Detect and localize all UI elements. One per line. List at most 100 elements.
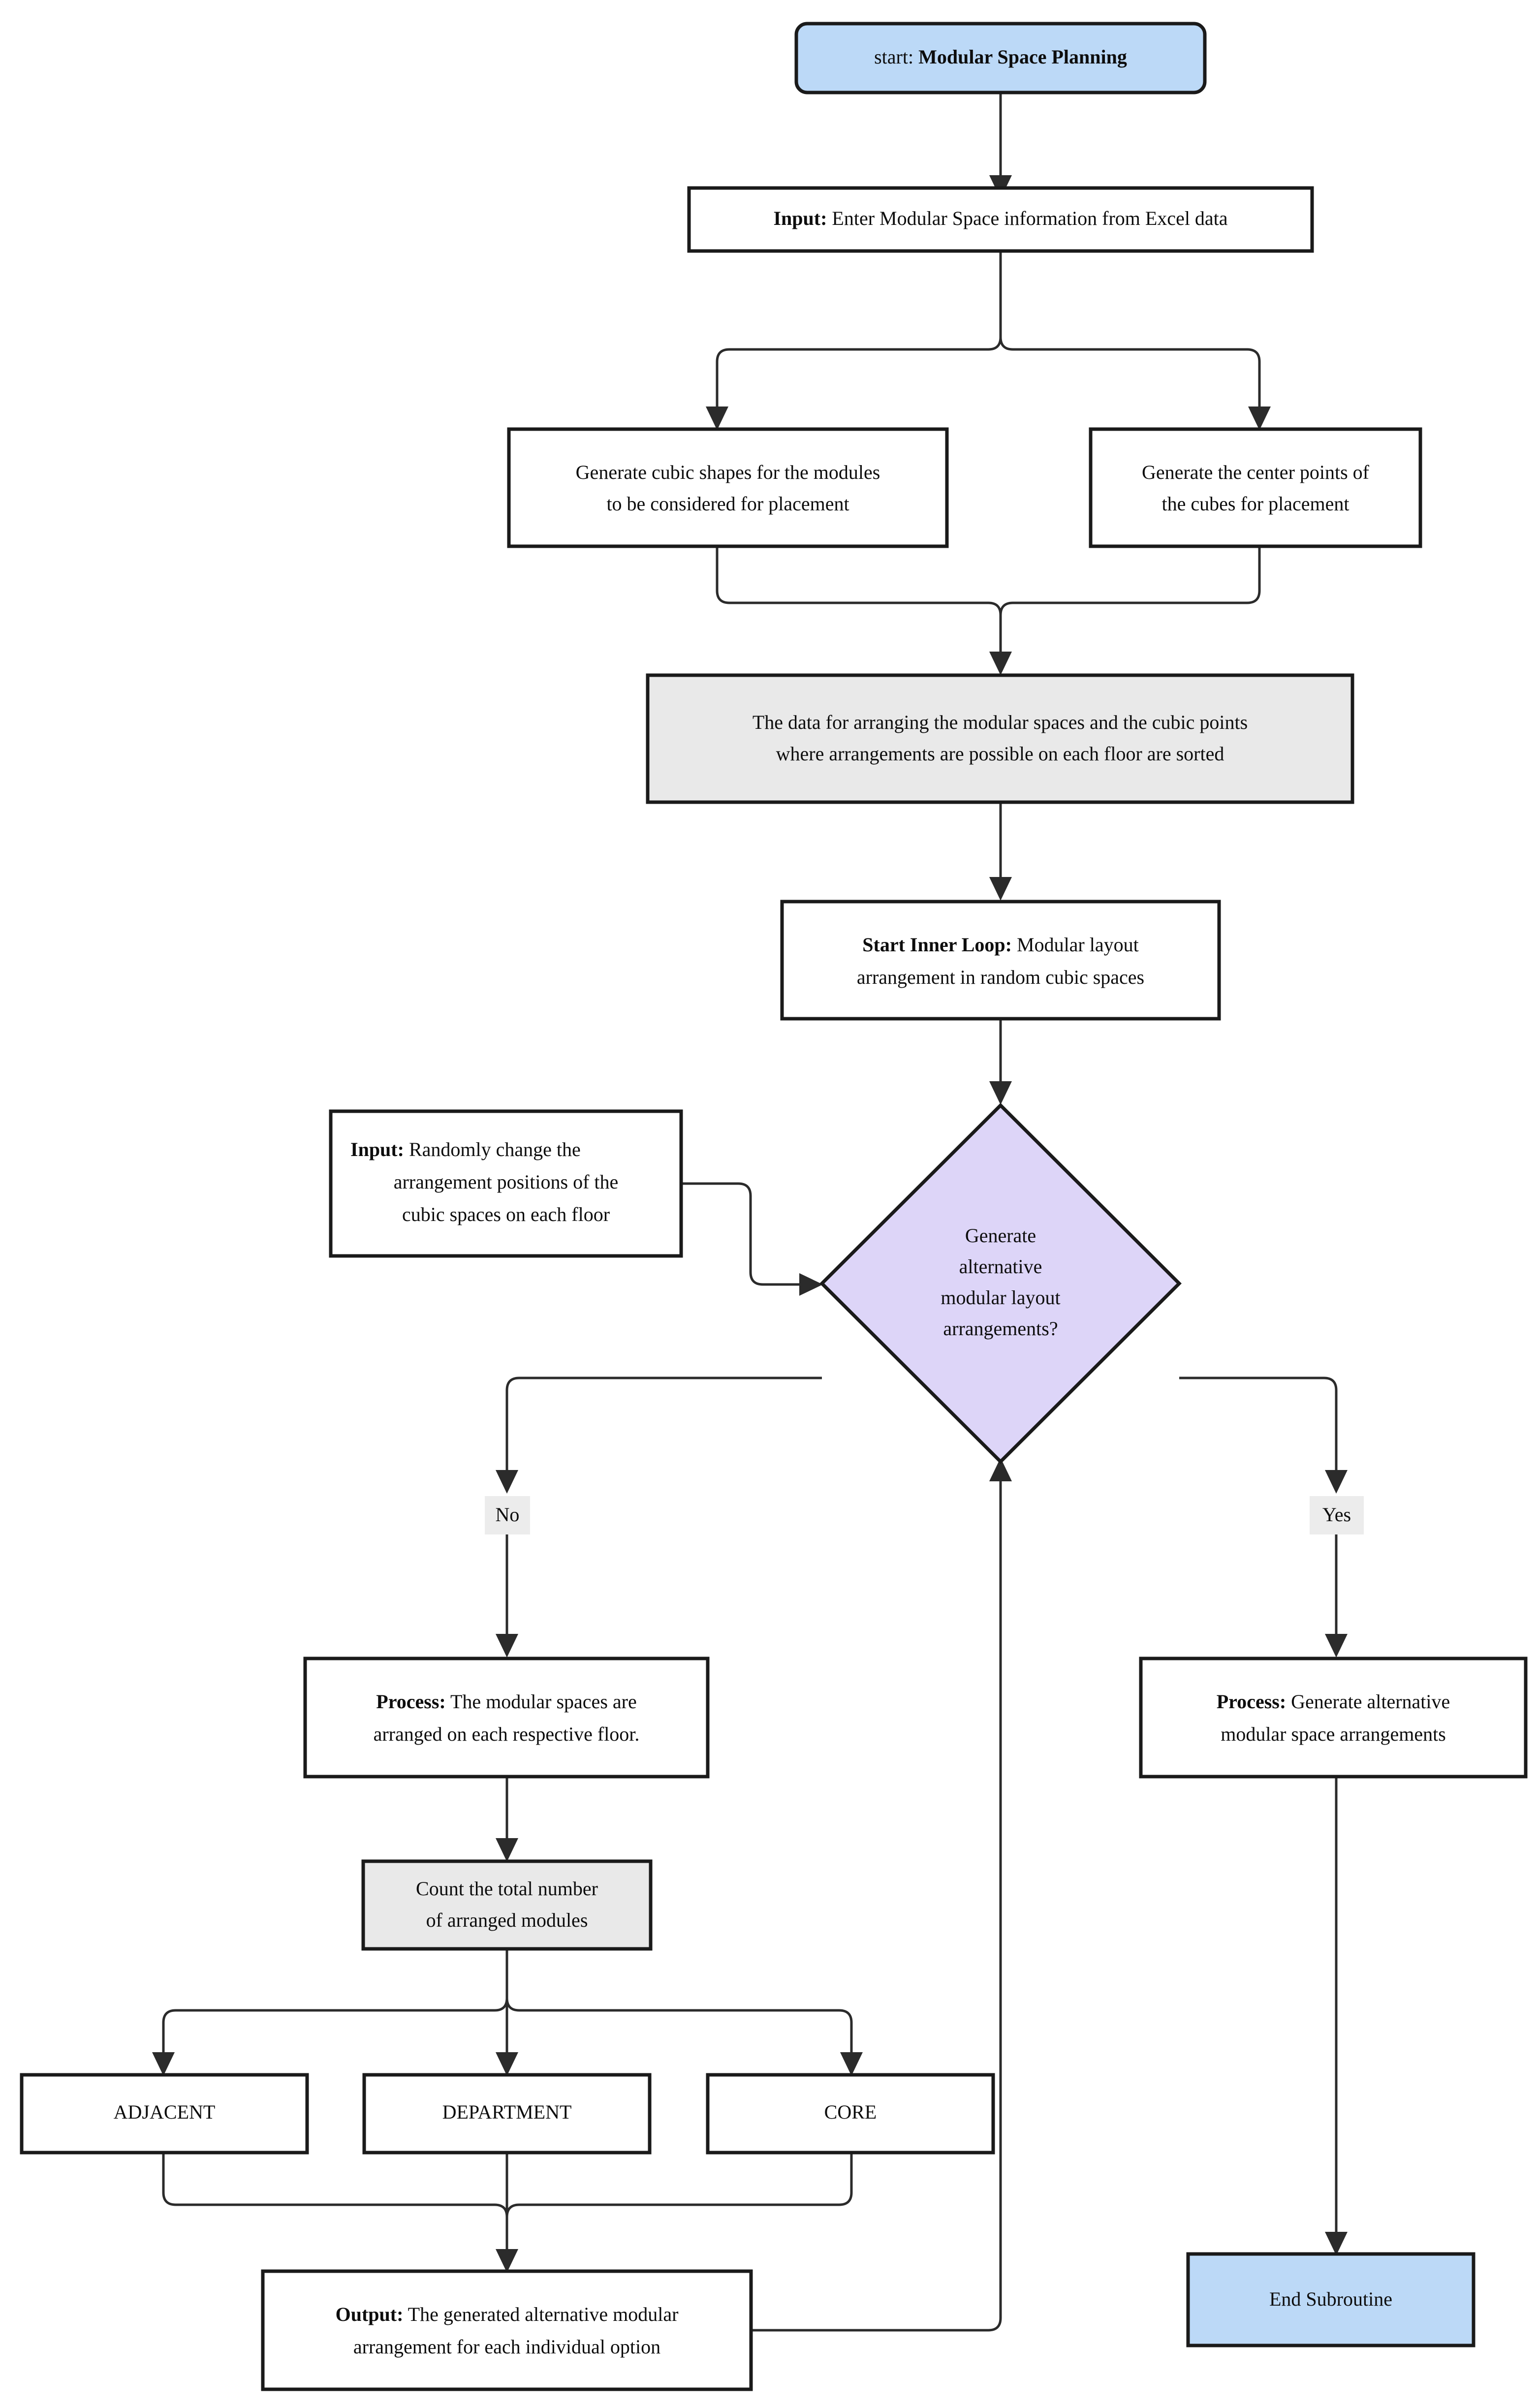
edge-gen-centers-to-sort <box>999 546 1261 659</box>
node-input-random-line1: Input: Randomly change the <box>350 1138 581 1160</box>
arrowhead-count-modules <box>496 1838 518 1862</box>
node-process-yes[interactable]: Process: Generate alternative modular sp… <box>1139 1657 1528 1779</box>
node-start-rest: Modular Space Planning <box>913 46 1127 68</box>
node-output[interactable]: Output: The generated alternative modula… <box>261 2269 753 2391</box>
node-decision[interactable]: Generate alternative modular layout arra… <box>819 1103 1182 1464</box>
node-count-modules[interactable]: Count the total number of arranged modul… <box>361 1859 653 1951</box>
node-adjacent[interactable]: ADJACENT <box>20 2073 309 2155</box>
node-sort-data-line1: The data for arranging the modular space… <box>753 711 1248 733</box>
node-process-no-line1: Process: The modular spaces are <box>376 1690 636 1713</box>
edge-count-to-core <box>505 1949 853 2062</box>
edge-decision-no <box>505 1376 822 1481</box>
node-input-random-lead: Input: <box>350 1138 404 1160</box>
node-core[interactable]: CORE <box>706 2073 995 2155</box>
node-process-no-rest: The modular spaces are <box>446 1690 637 1713</box>
node-end-subroutine-shape[interactable] <box>1186 2252 1475 2347</box>
node-start[interactable]: start: Modular Space Planning <box>794 22 1207 94</box>
node-department-label: DEPARTMENT <box>442 2101 572 2123</box>
arrowhead-core <box>840 2052 863 2076</box>
node-count-modules-line1: Count the total number <box>416 1877 598 1900</box>
node-start-shape[interactable] <box>794 22 1207 94</box>
edge-decision-yes <box>1179 1376 1338 1481</box>
node-output-line1: Output: The generated alternative modula… <box>336 2303 679 2325</box>
arrowhead-process-no <box>496 1634 518 1657</box>
node-adjacent-shape[interactable] <box>20 2073 309 2155</box>
edge-gen-cubes-to-sort <box>716 546 1002 659</box>
node-process-yes-line1: Process: Generate alternative <box>1217 1690 1450 1713</box>
node-start-inner-loop-rest: Modular layout <box>1012 934 1139 956</box>
node-end-subroutine-label: End Subroutine <box>1269 2288 1392 2310</box>
arrowhead-adjacent <box>152 2052 175 2076</box>
arrowhead-sort-data <box>989 652 1012 675</box>
node-start-inner-loop-line2: arrangement in random cubic spaces <box>857 966 1144 988</box>
node-input-excel-lead: Input: <box>773 207 827 229</box>
node-input-excel[interactable]: Input: Enter Modular Space information f… <box>687 186 1314 253</box>
node-process-yes-lead: Process: <box>1217 1690 1286 1713</box>
node-gen-centers-line2: the cubes for placement <box>1162 493 1350 515</box>
node-process-no-shape[interactable] <box>303 1657 710 1779</box>
node-start-inner-loop[interactable]: Start Inner Loop: Modular layout arrange… <box>780 900 1221 1021</box>
arrowhead-gen-centers <box>1248 407 1271 430</box>
edge-core-to-output <box>505 2153 853 2259</box>
node-end-subroutine[interactable]: End Subroutine <box>1186 2252 1475 2347</box>
node-input-random-line3: cubic spaces on each floor <box>402 1203 610 1225</box>
edge-count-to-adjacent <box>162 1949 508 2062</box>
node-input-excel-shape[interactable] <box>687 186 1314 253</box>
node-core-label: CORE <box>824 2101 877 2123</box>
node-department[interactable]: DEPARTMENT <box>362 2073 652 2155</box>
edge-adjacent-to-output <box>162 2153 508 2259</box>
node-count-modules-shape[interactable] <box>361 1859 653 1951</box>
node-input-random[interactable]: Input: Randomly change the arrangement p… <box>329 1109 683 1258</box>
arrowhead-output <box>496 2249 518 2273</box>
node-input-random-line2: arrangement positions of the <box>394 1171 619 1193</box>
node-sort-data-line2: where arrangements are possible on each … <box>776 743 1224 765</box>
arrowhead-yes-branch <box>1325 1470 1348 1494</box>
node-output-line2: arrangement for each individual option <box>353 2336 660 2358</box>
node-process-yes-shape[interactable] <box>1139 1657 1528 1779</box>
node-process-yes-rest: Generate alternative <box>1286 1690 1450 1713</box>
edge-layer: No Yes <box>152 94 1364 2332</box>
node-output-shape[interactable] <box>261 2269 753 2391</box>
node-sort-data[interactable]: The data for arranging the modular space… <box>646 673 1354 804</box>
arrowhead-inner-loop <box>989 877 1012 901</box>
node-gen-cubes-line2: to be considered for placement <box>606 493 849 515</box>
node-gen-cubes-shape[interactable] <box>507 427 949 548</box>
node-process-no-lead: Process: <box>376 1690 445 1713</box>
node-start-inner-loop-shape[interactable] <box>780 900 1221 1021</box>
node-input-excel-label: Input: Enter Modular Space information f… <box>773 207 1227 229</box>
node-process-yes-line2: modular space arrangements <box>1221 1723 1446 1745</box>
node-input-random-shape[interactable] <box>329 1109 683 1258</box>
node-output-rest: The generated alternative modular <box>403 2303 678 2325</box>
node-department-shape[interactable] <box>362 2073 652 2155</box>
arrowhead-decision-bottom <box>989 1458 1012 1481</box>
node-decision-line4: arrangements? <box>943 1317 1058 1340</box>
node-gen-centers-line1: Generate the center points of <box>1142 461 1370 483</box>
node-decision-shape[interactable] <box>819 1103 1182 1464</box>
edge-label-yes-bg <box>1310 1496 1364 1534</box>
node-start-lead: start: <box>874 46 913 68</box>
node-output-lead: Output: <box>336 2303 404 2325</box>
node-gen-centers[interactable]: Generate the center points of the cubes … <box>1089 427 1422 548</box>
node-process-no[interactable]: Process: The modular spaces are arranged… <box>303 1657 710 1779</box>
edge-label-yes: Yes <box>1322 1503 1351 1526</box>
node-core-shape[interactable] <box>706 2073 995 2155</box>
node-gen-centers-shape[interactable] <box>1089 427 1422 548</box>
arrowhead-department <box>496 2052 518 2076</box>
edge-label-no-bg <box>485 1496 530 1534</box>
node-input-excel-rest: Enter Modular Space information from Exc… <box>827 207 1227 229</box>
node-decision-line3: modular layout <box>941 1286 1060 1309</box>
edge-input-random-to-decision <box>682 1182 807 1286</box>
node-gen-cubes-line1: Generate cubic shapes for the modules <box>576 461 880 483</box>
node-gen-cubes[interactable]: Generate cubic shapes for the modules to… <box>507 427 949 548</box>
node-start-inner-loop-lead: Start Inner Loop: <box>862 934 1012 956</box>
node-start-label: start: Modular Space Planning <box>874 46 1127 68</box>
edge-label-no: No <box>496 1503 520 1526</box>
arrowhead-end-subroutine <box>1325 2232 1348 2255</box>
node-process-no-line2: arranged on each respective floor. <box>374 1723 640 1745</box>
edge-output-feedback-to-decision <box>752 1471 1002 2332</box>
arrowhead-decision-left <box>799 1273 823 1296</box>
node-adjacent-label: ADJACENT <box>114 2101 216 2123</box>
node-sort-data-shape[interactable] <box>646 673 1354 804</box>
